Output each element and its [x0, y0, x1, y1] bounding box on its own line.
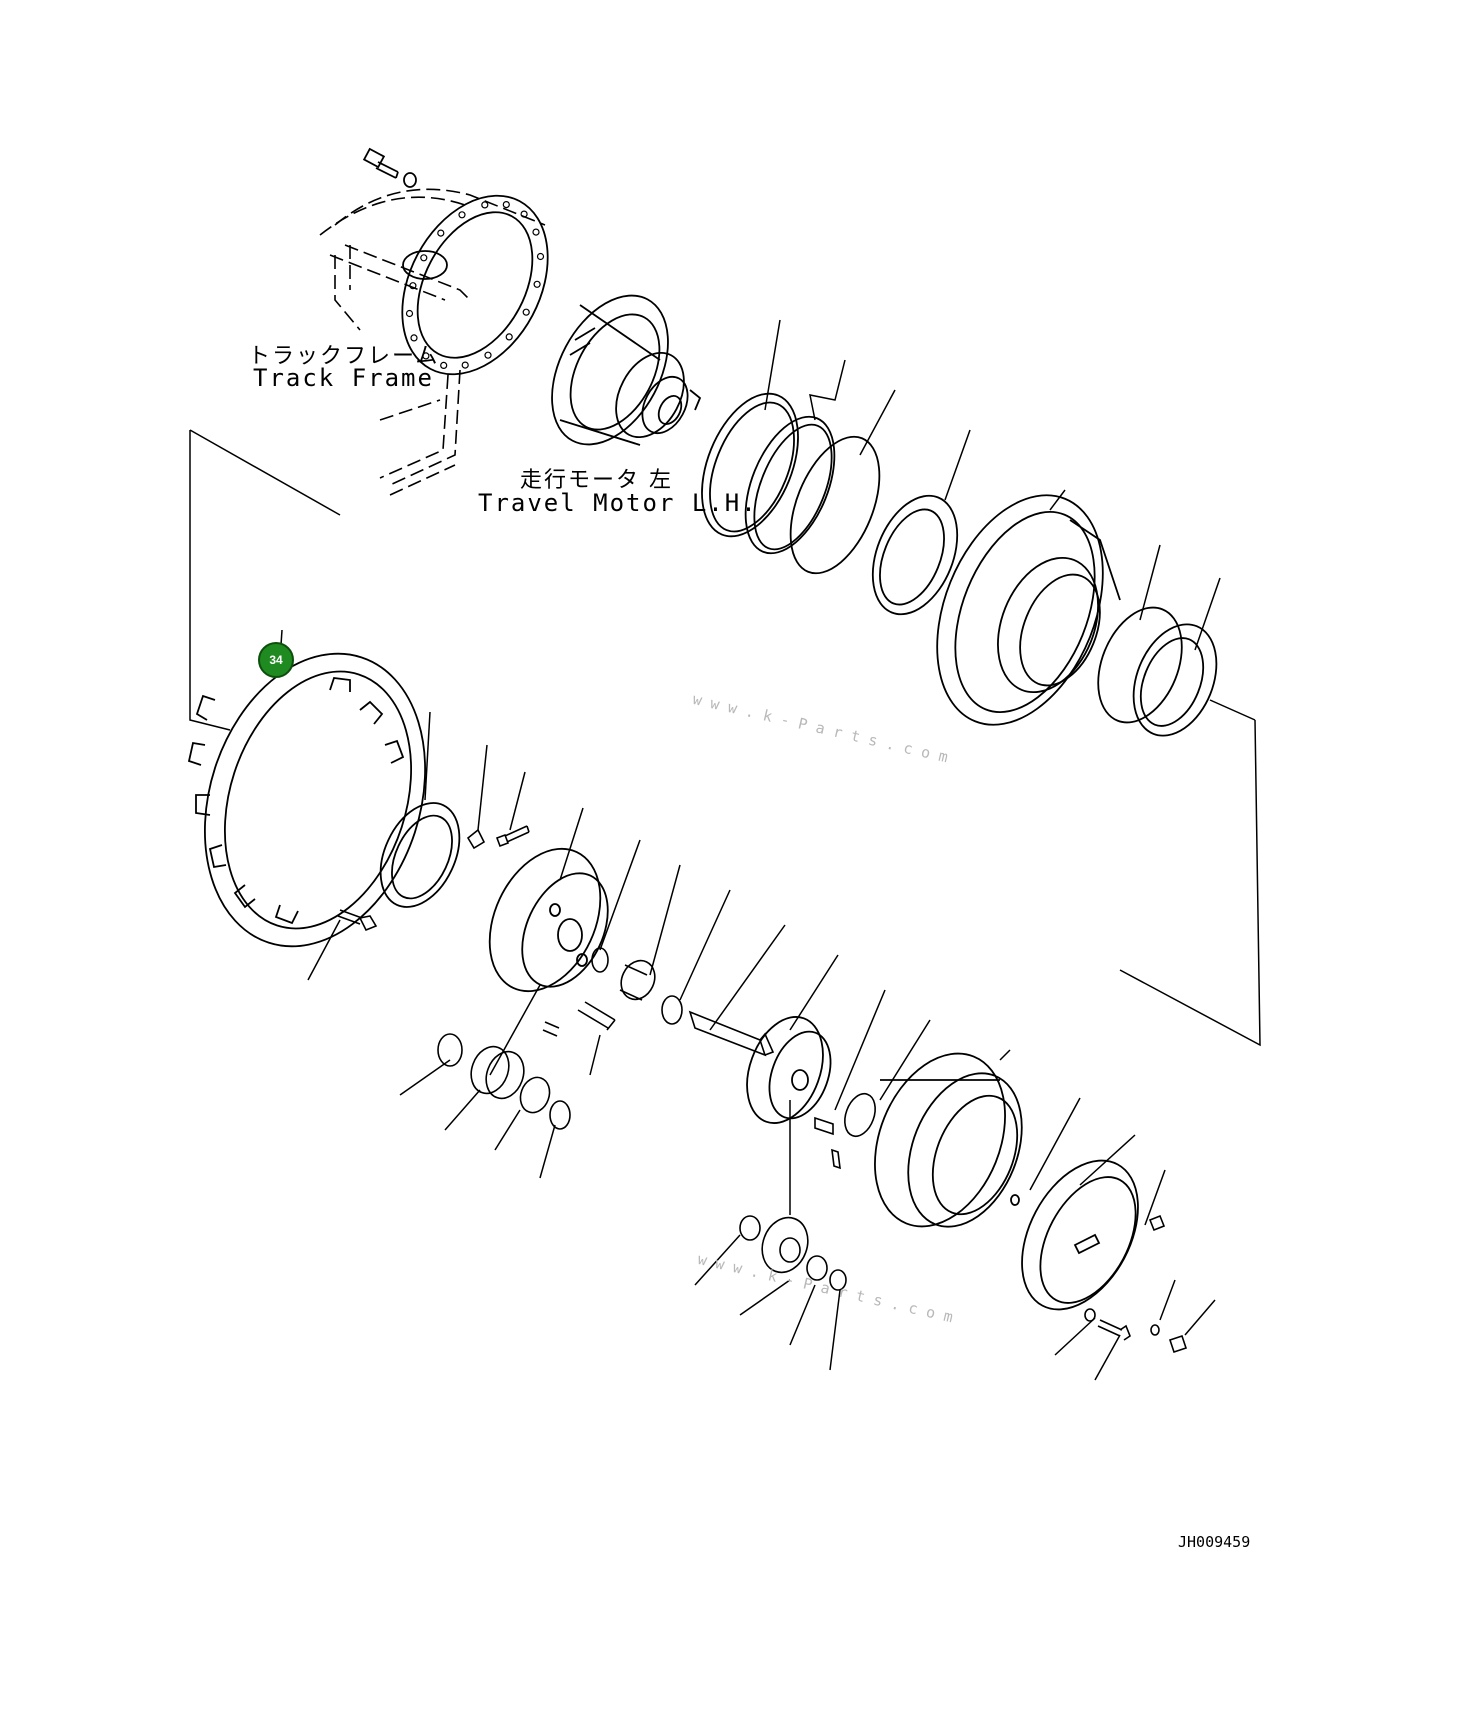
flange-bolt-hole	[420, 254, 428, 262]
cover-plate	[1010, 1159, 1139, 1311]
sun-gear-shaft	[688, 1010, 775, 1057]
flange-bolt-hole	[502, 201, 510, 209]
flange-bolt-hole	[481, 201, 489, 209]
flange-bolt-hole	[536, 252, 545, 261]
pins	[814, 1092, 876, 1170]
flange-bolt-hole	[440, 361, 448, 369]
planet-gears-lower-left	[437, 1033, 571, 1130]
flange-bolt-hole	[405, 309, 414, 318]
floating-seal-rings	[701, 392, 881, 575]
track-frame-label-jp: トラックフレーム	[248, 344, 440, 369]
hub-housing	[936, 494, 1121, 726]
flange-bolt-hole	[458, 211, 466, 219]
flange-bolt-hole	[409, 282, 417, 290]
frame-bolt	[362, 147, 417, 188]
retainer-plate	[379, 802, 461, 908]
flange-bolt-hole	[532, 228, 540, 236]
flange-bolt-hole	[484, 351, 492, 359]
seal-ring-right	[1097, 606, 1218, 737]
leader-lines	[189, 319, 1261, 1381]
frame-flange	[401, 194, 549, 376]
planet-carrier-2	[746, 1016, 832, 1124]
callout-34[interactable]: 34	[258, 642, 294, 678]
planet-carrier-1	[488, 847, 609, 993]
travel-motor-label-jp: 走行モータ 左	[520, 468, 673, 493]
flange-bolt-hole	[533, 280, 541, 288]
drawing-number: JH009459	[1178, 1533, 1251, 1551]
taper-roller-bearing	[871, 494, 959, 616]
travel-motor	[551, 294, 702, 446]
thrust-washers	[542, 947, 683, 1037]
flange-bolt-hole	[522, 308, 530, 316]
ring-gear	[874, 1052, 1023, 1228]
travel-motor-label-en: Travel Motor L.H.	[478, 489, 758, 517]
flange-bolt-hole	[422, 352, 430, 360]
flange-bolt-hole	[505, 333, 513, 341]
lock-plate-and-bolts	[337, 825, 530, 932]
flange-bolt-holes	[405, 201, 545, 369]
flange-bolt-hole	[461, 361, 469, 369]
flange-bolt-hole	[520, 210, 528, 218]
track-frame-label-en: Track Frame	[253, 364, 434, 392]
flange-bolt-hole	[410, 334, 418, 342]
track-frame-outline	[319, 188, 546, 496]
flange-bolt-hole	[437, 229, 445, 237]
cover-bolts	[1084, 1214, 1188, 1354]
planet-gears-lower-center	[739, 1215, 847, 1291]
sprocket	[187, 652, 426, 948]
